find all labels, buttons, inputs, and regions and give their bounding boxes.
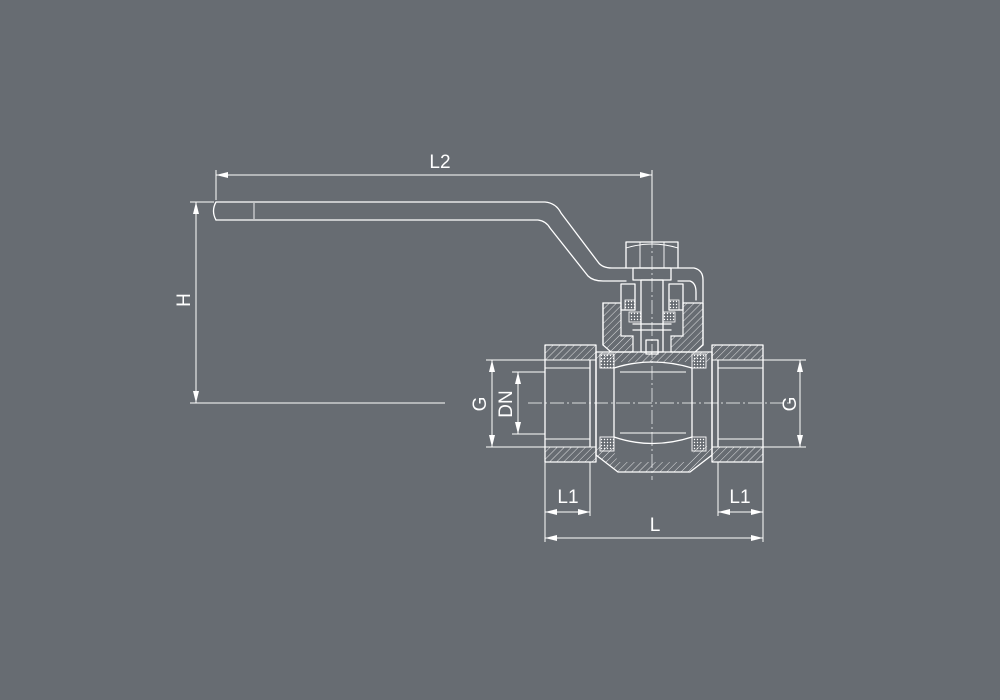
lever-handle xyxy=(212,201,704,303)
dimension-g-left: G xyxy=(470,359,545,448)
label-l2: L2 xyxy=(429,152,450,173)
body-center-ball xyxy=(595,351,713,473)
label-g-right: G xyxy=(780,397,801,412)
label-g-left: G xyxy=(470,397,491,412)
dimension-g-right: G xyxy=(763,359,806,448)
center-lines xyxy=(528,190,790,480)
dimension-h: H xyxy=(174,201,445,404)
label-l1-left: L1 xyxy=(557,487,578,508)
dimension-dn: DN xyxy=(496,371,545,435)
dimension-l: L xyxy=(545,515,763,541)
label-h: H xyxy=(174,293,195,307)
dimension-l2: L2 xyxy=(215,152,653,240)
dimension-l1-left: L1 xyxy=(544,462,591,542)
body-right-end xyxy=(711,344,764,463)
dimension-l1-right: L1 xyxy=(717,462,764,542)
valve-neck xyxy=(602,302,704,353)
stem-packing xyxy=(620,279,684,355)
label-l1-right: L1 xyxy=(729,487,750,508)
body-left-end xyxy=(544,344,597,463)
label-l: L xyxy=(650,515,661,536)
label-dn: DN xyxy=(496,390,517,417)
